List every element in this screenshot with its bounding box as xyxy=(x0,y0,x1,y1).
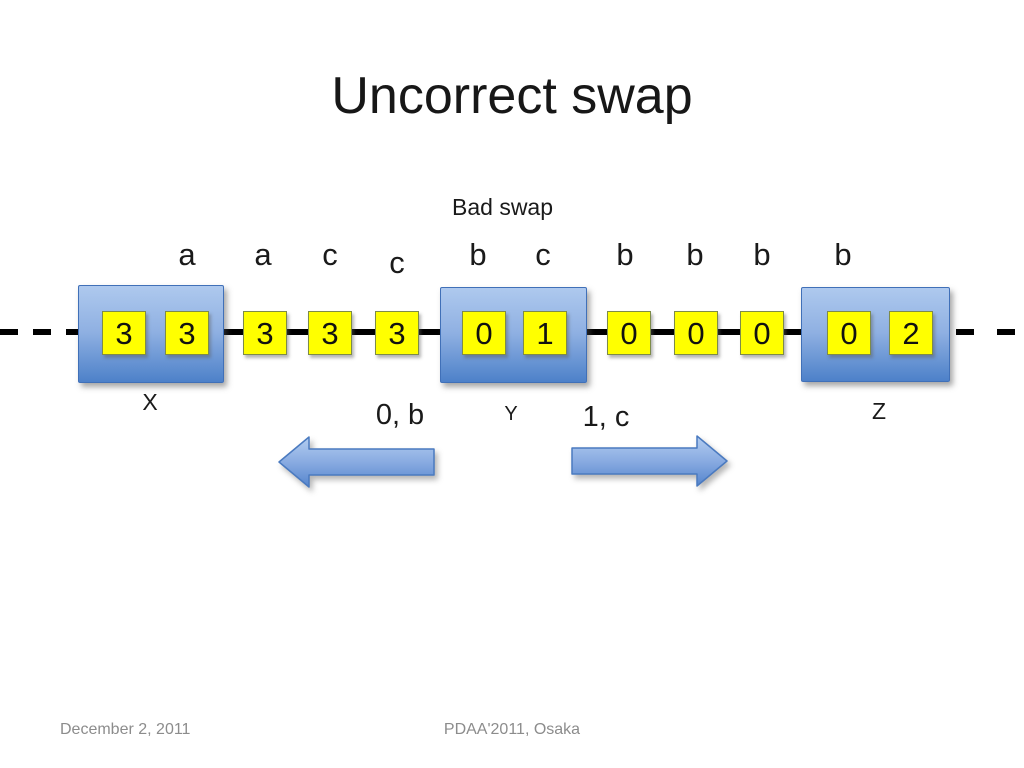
tape-cell: 0 xyxy=(607,311,651,355)
right-arrow-label: 1, c xyxy=(582,401,630,433)
tape-symbol: a xyxy=(254,237,272,272)
tape-symbol: b xyxy=(686,237,704,272)
tape-cell: 0 xyxy=(674,311,718,355)
tape-line-dashed-right xyxy=(948,329,1024,335)
state-label-y: Y xyxy=(504,403,518,425)
tape-cell: 3 xyxy=(102,311,146,355)
tape-cell: 1 xyxy=(523,311,567,355)
tape-symbol: c xyxy=(389,245,405,280)
tape-symbol: c xyxy=(535,237,551,272)
tape-symbol: b xyxy=(469,237,487,272)
slide-title: Uncorrect swap xyxy=(331,67,693,125)
bad-swap-label: Bad swap xyxy=(452,194,554,220)
footer-date: December 2, 2011 xyxy=(60,721,191,738)
tape-line-dashed-left xyxy=(0,329,80,335)
tape-cell: 3 xyxy=(375,311,419,355)
tape-cell: 0 xyxy=(462,311,506,355)
state-label-x: X xyxy=(142,389,158,415)
tape-cell: 3 xyxy=(165,311,209,355)
right-arrow-icon xyxy=(571,435,728,487)
tape-symbol: a xyxy=(178,237,196,272)
tape-cell: 0 xyxy=(827,311,871,355)
left-arrow-icon xyxy=(278,436,435,488)
tape-symbol: b xyxy=(834,237,852,272)
tape-cell: 0 xyxy=(740,311,784,355)
left-arrow-label: 0, b xyxy=(375,399,425,431)
tape-cell: 3 xyxy=(243,311,287,355)
tape-symbol: b xyxy=(753,237,771,272)
state-label-z: Z xyxy=(871,398,887,424)
tape-cell: 2 xyxy=(889,311,933,355)
tape-symbol: b xyxy=(616,237,634,272)
tape-symbol: c xyxy=(322,237,338,272)
footer-venue: PDAA'2011, Osaka xyxy=(443,721,581,738)
tape-cell: 3 xyxy=(308,311,352,355)
